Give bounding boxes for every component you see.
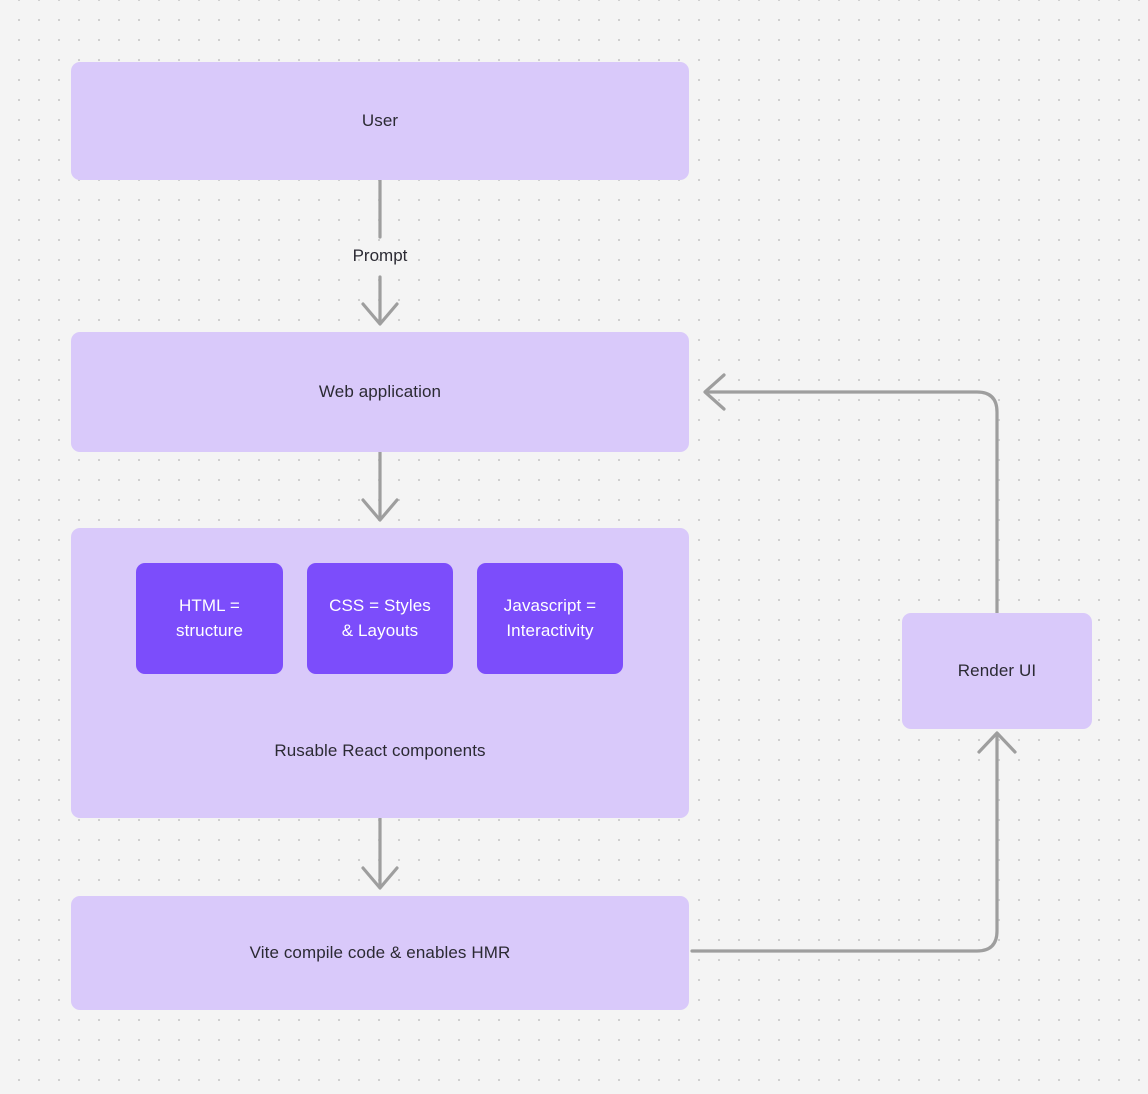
node-render-ui[interactable]: Render UI (902, 613, 1092, 729)
arrowhead-into-webapp-loop (703, 373, 726, 411)
node-css[interactable]: CSS = Styles & Layouts (307, 563, 453, 674)
node-reusable-components-label: Rusable React components (71, 718, 689, 763)
node-css-label: CSS = Styles & Layouts (329, 596, 431, 640)
node-javascript[interactable]: Javascript = Interactivity (477, 563, 623, 674)
node-user[interactable]: User (71, 62, 689, 180)
node-user-label: User (361, 110, 399, 130)
edge-label-prompt-text: Prompt (352, 246, 408, 265)
node-vite-label: Vite compile code & enables HMR (249, 942, 511, 962)
arrowhead-into-components (361, 498, 399, 522)
edge-render-ui-to-webapp (706, 390, 999, 615)
edge-label-prompt: Prompt (320, 246, 440, 266)
node-html[interactable]: HTML = structure (136, 563, 283, 674)
node-web-application-label: Web application (318, 381, 442, 401)
node-reusable-components-text: Rusable React components (274, 741, 486, 761)
node-web-application[interactable]: Web application (71, 332, 689, 452)
edge-vite-to-render-ui (690, 733, 999, 953)
node-render-ui-label: Render UI (957, 660, 1037, 680)
node-html-label: HTML = structure (175, 596, 244, 640)
node-javascript-label: Javascript = Interactivity (503, 596, 597, 640)
node-vite[interactable]: Vite compile code & enables HMR (71, 896, 689, 1010)
arrowhead-into-vite (361, 866, 399, 890)
arrowhead-into-render-ui (977, 731, 1017, 754)
arrowhead-into-webapp (361, 302, 399, 326)
